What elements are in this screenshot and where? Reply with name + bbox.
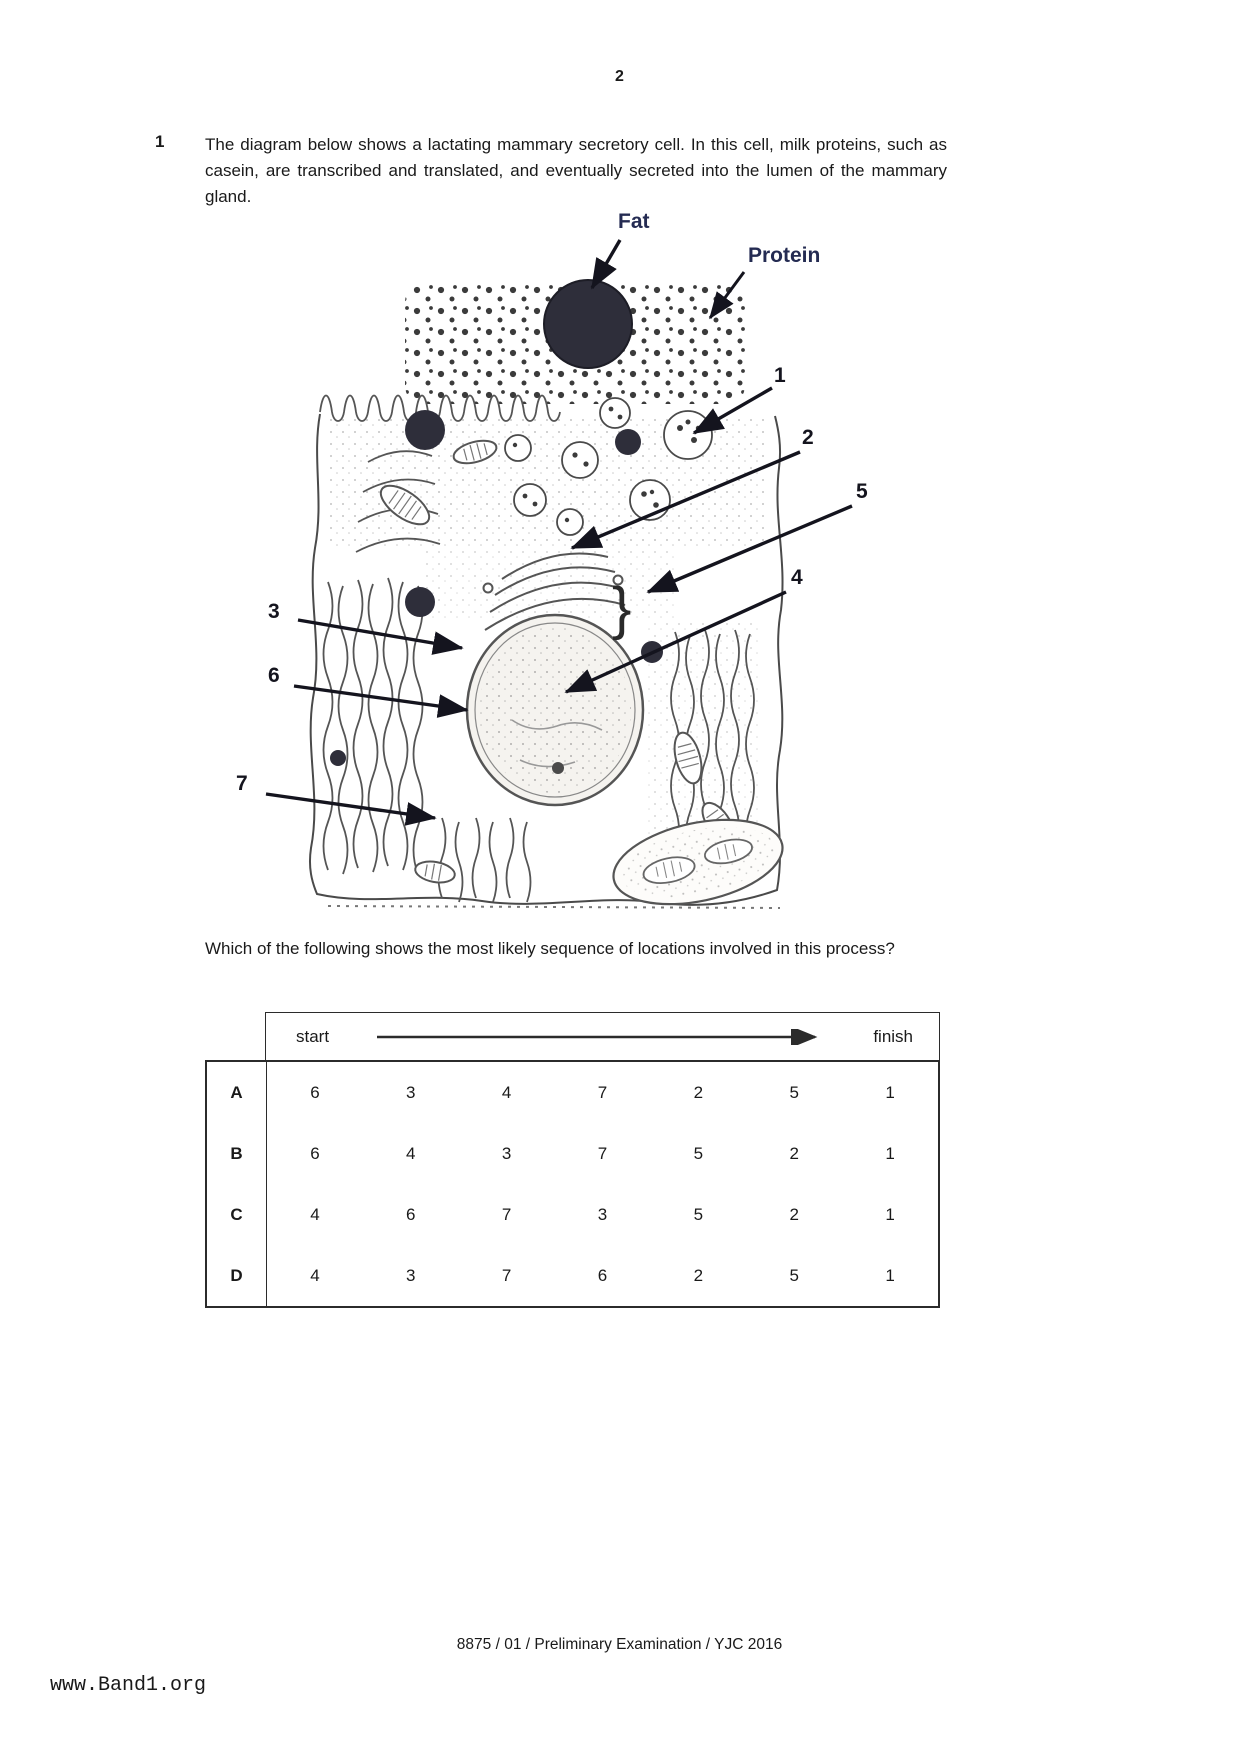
table-cell: 5 [693,1143,704,1163]
pointer-1-label: 1 [774,364,786,387]
table-cell: 1 [885,1204,895,1224]
table-cell: 4 [310,1204,320,1224]
answer-table: A 6 3 4 7 2 5 1 B 6 4 3 7 5 2 1 C 4 6 7 … [205,1060,940,1308]
cell-diagram: Fat Protein 1 2 5 } 4 3 6 7 [220,200,890,924]
table-cell: 1 [885,1143,895,1163]
option-label: A [207,1062,267,1123]
nucleolus [552,762,564,774]
table-cell: 3 [406,1082,416,1102]
fat-arrow [590,239,622,290]
pointer-7-label: 7 [236,772,248,795]
table-cell: 1 [885,1265,895,1285]
pointer-2-arrow [570,450,801,550]
table-cell: 5 [789,1082,799,1102]
cell-diagram-svg: Fat Protein 1 2 5 } 4 3 6 7 [236,210,868,909]
secretory-vesicle [504,434,532,462]
table-cell: 7 [597,1143,608,1163]
table-cell: 6 [310,1082,320,1102]
pointer-5-label: 5 [856,480,868,503]
secretory-vesicle [513,483,547,517]
table-cell: 1 [885,1082,895,1102]
nucleus [465,613,645,807]
right-cytoplasm-stippling [645,620,760,840]
basal-lamina [327,905,781,909]
cell-membrane [308,413,784,906]
table-cell: 6 [310,1143,320,1163]
table-cell: 4 [406,1143,416,1163]
basal-mitochondrial-region [612,818,784,906]
golgi-brace: } [612,576,631,641]
mitochondrion [379,484,431,526]
table-cell: 6 [597,1265,608,1285]
mitochondrion [673,731,703,785]
rough-er-basal [437,817,532,903]
table-cell: 5 [789,1265,799,1285]
secretory-vesicle [556,508,584,536]
start-label: start [296,1026,330,1046]
mitochondrion [452,439,498,465]
protein-label: Protein [748,244,820,267]
pointer-3-arrow [297,618,464,655]
rough-er-left [322,577,424,875]
mitochondria [379,439,784,906]
pointer-5-arrow [646,504,853,594]
table-cell: 3 [501,1143,512,1163]
secretory-vesicle [663,410,713,460]
pointer-3-label: 3 [268,600,280,623]
pointer-1-arrow [692,386,773,435]
vesicle-granules [512,406,701,523]
question-intro: The diagram below shows a lactating mamm… [205,135,947,206]
rough-er-upper-left [355,450,441,553]
table-cell: 2 [789,1204,799,1224]
table-cell: 2 [693,1082,704,1102]
table-cell: 7 [597,1082,608,1102]
table-cell: 3 [597,1204,608,1224]
nuclear-envelope [474,622,636,798]
table-cell: 6 [406,1204,416,1224]
fat-droplet [543,279,633,369]
table-cell: 7 [501,1204,512,1224]
pointer-2-label: 2 [802,426,814,449]
table-cell: 2 [693,1265,704,1285]
table-cell: 3 [406,1265,416,1285]
golgi-apparatus [482,552,626,631]
option-label: C [207,1184,267,1245]
pointer-4-label: 4 [791,566,803,589]
pointer-4-arrow [564,590,787,694]
pointer-7-arrow [265,792,437,826]
protein-arrow [708,271,746,320]
option-label: D [207,1245,267,1306]
question-number: 1 [155,132,165,151]
table-cell: 5 [693,1204,704,1224]
mitochondrion [414,860,456,884]
table-cell: 4 [501,1082,512,1102]
footer-text: 8875 / 01 / Preliminary Examination / YJ… [456,1636,783,1653]
pointer-6-arrow [293,684,469,718]
fat-label: Fat [618,210,650,233]
table-cell: 2 [789,1143,799,1163]
secretory-vesicle [599,397,631,429]
table-header: start finish [265,1012,940,1061]
finish-label: finish [873,1026,913,1046]
table-cell: 7 [501,1265,512,1285]
secretory-vesicle [561,441,599,479]
table-cell: 4 [310,1265,320,1285]
question-prompt: Which of the following shows the most li… [205,939,895,958]
pointer-6-label: 6 [268,664,280,687]
sequence-arrow [377,1028,818,1045]
option-label: B [207,1123,267,1184]
page-number: 2 [615,68,624,85]
watermark: www.Band1.org [50,1674,207,1697]
